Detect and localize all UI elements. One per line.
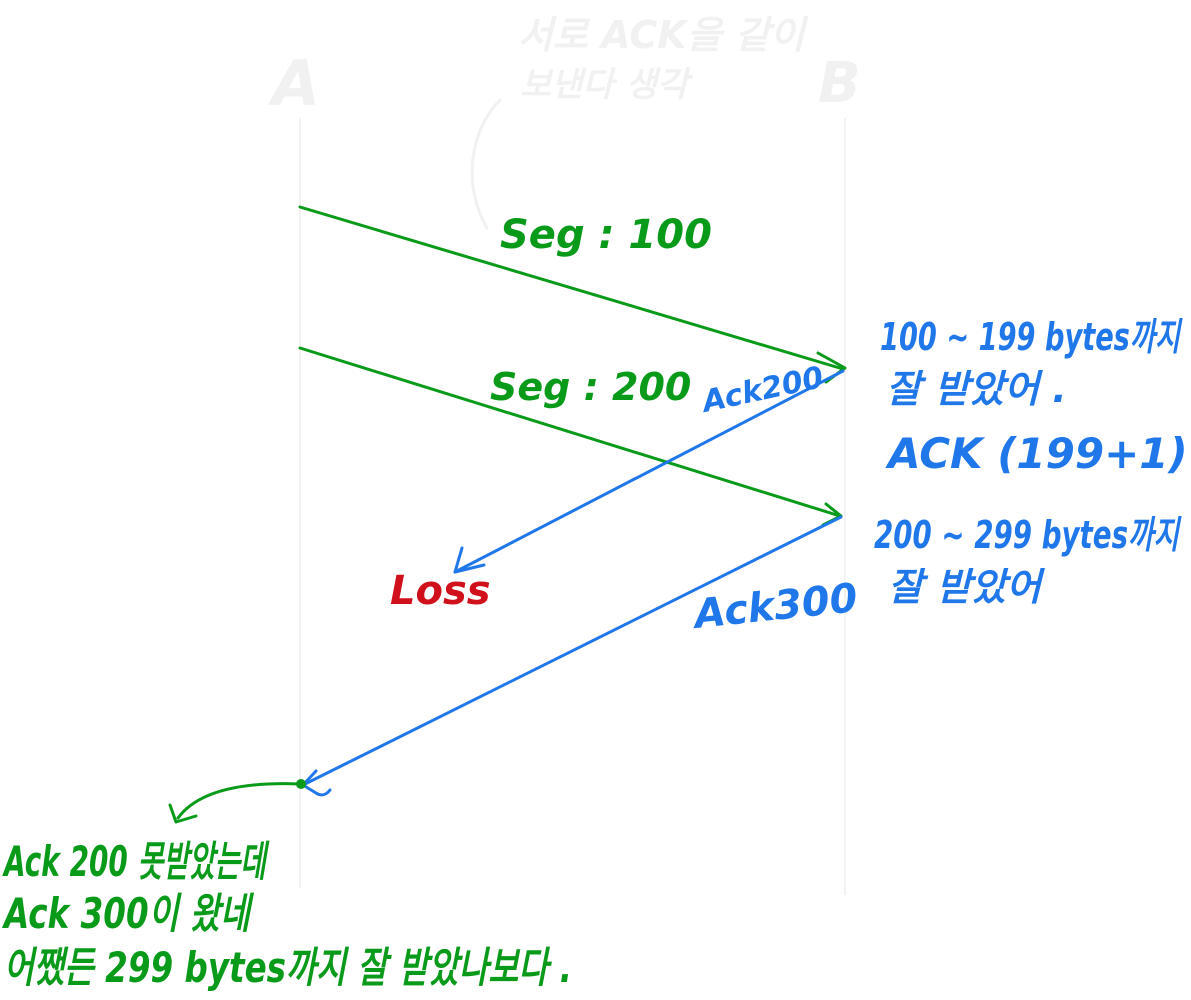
b-note-first-line2: 잘 받았어 . <box>886 367 1067 411</box>
node-a-label: A <box>267 47 320 120</box>
a-note-line1: Ack 200 못받았는데 <box>2 837 270 886</box>
loss-label: Loss <box>390 568 491 614</box>
ack300-arrow <box>301 515 843 797</box>
ack200-arrow <box>453 369 845 574</box>
b-note-first-line1: 100 ~ 199 bytes까지 <box>880 315 1183 359</box>
top-note-line1: 서로 ACK을 같이 <box>518 13 809 57</box>
node-b-label: B <box>818 51 861 116</box>
seg200-label: Seg : 200 <box>490 365 691 409</box>
top-note-line2: 보낸다 생각 <box>520 65 693 105</box>
a-note-line2: Ack 300이 왔네 <box>2 889 254 938</box>
b-note-first-line3: ACK (199+1) <box>885 429 1188 478</box>
a-note-line3: 어쨌든 299 bytes까지 잘 받았나보다 . <box>4 943 572 992</box>
a-note-pointer <box>168 779 306 824</box>
top-note-pointer <box>470 98 502 230</box>
b-note-second-line1: 200 ~ 299 bytes까지 <box>874 513 1182 557</box>
ack300-label: Ack300 <box>689 575 859 638</box>
ack200-label: Ack200 <box>697 360 826 420</box>
seg100-label: Seg : 100 <box>500 212 712 258</box>
b-note-second-line2: 잘 받았어 <box>888 565 1045 609</box>
